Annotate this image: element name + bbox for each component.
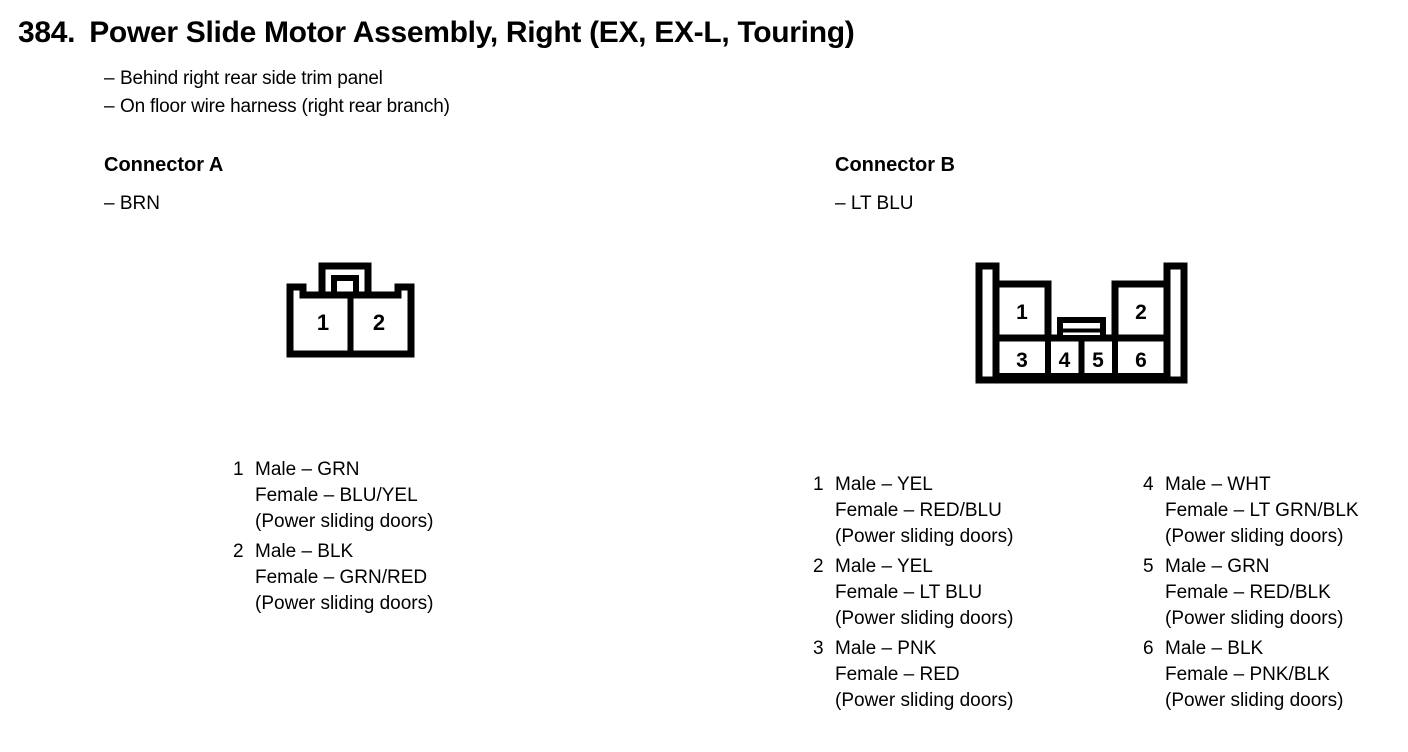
connector-b-cavity-3: 3 (1016, 349, 1028, 372)
description-line-1: –Behind right rear side trim panel (104, 68, 383, 90)
pin-male: Male – BLK (255, 541, 354, 562)
description-text-2: On floor wire harness (right rear branch… (120, 96, 450, 117)
pin-entry: 5 Male – GRN Female – RED/BLK (Power sli… (1143, 554, 1359, 632)
pin-circuit: (Power sliding doors) (835, 690, 1014, 711)
connector-b-cavity-4: 4 (1059, 349, 1071, 372)
description-line-2: –On floor wire harness (right rear branc… (104, 96, 450, 118)
connector-b-pin-list-left: 1 Male – YEL Female – RED/BLU (Power sli… (813, 472, 1013, 718)
pin-number: 1 (813, 474, 824, 495)
pin-entry: 2 Male – BLK Female – GRN/RED (Power sli… (233, 539, 433, 617)
section-title-text: Power Slide Motor Assembly, Right (EX, E… (89, 16, 855, 49)
pin-female: Female – PNK/BLK (1165, 664, 1330, 685)
pin-circuit: (Power sliding doors) (835, 608, 1014, 629)
connector-b-heading: Connector B (835, 154, 955, 176)
section-number: 384. (18, 16, 76, 49)
connector-a-cavity-2: 2 (373, 310, 385, 335)
pin-number: 4 (1143, 474, 1154, 495)
description-text-1: Behind right rear side trim panel (120, 68, 383, 89)
pin-circuit: (Power sliding doors) (1165, 690, 1344, 711)
pin-male: Male – GRN (255, 459, 360, 480)
dash-marker: – (104, 68, 115, 89)
pin-female: Female – RED/BLU (835, 500, 1002, 521)
connector-a-pin-list: 1 Male – GRN Female – BLU/YEL (Power sli… (233, 457, 433, 621)
connector-a-heading: Connector A (104, 154, 224, 176)
pin-entry: 6 Male – BLK Female – PNK/BLK (Power sli… (1143, 636, 1359, 714)
pin-male: Male – GRN (1165, 556, 1270, 577)
pin-female: Female – GRN/RED (255, 567, 428, 588)
pin-entry: 1 Male – GRN Female – BLU/YEL (Power sli… (233, 457, 433, 535)
pin-circuit: (Power sliding doors) (255, 593, 434, 614)
pin-female: Female – BLU/YEL (255, 485, 418, 506)
connector-a-diagram: 1 2 (286, 262, 415, 358)
pin-female: Female – RED/BLK (1165, 582, 1331, 603)
pin-number: 3 (813, 638, 824, 659)
connector-b-cavity-2: 2 (1135, 301, 1147, 324)
pin-number: 2 (233, 541, 244, 562)
pin-male: Male – YEL (835, 556, 933, 577)
pin-male: Male – WHT (1165, 474, 1271, 495)
connector-b-pin-list-right: 4 Male – WHT Female – LT GRN/BLK (Power … (1143, 472, 1359, 718)
pin-entry: 1 Male – YEL Female – RED/BLU (Power sli… (813, 472, 1013, 550)
pin-circuit: (Power sliding doors) (835, 526, 1014, 547)
connector-b-diagram: 1 2 3 4 5 6 (975, 262, 1188, 384)
pin-number: 1 (233, 459, 244, 480)
connector-a-color-note: – BRN (104, 193, 160, 214)
page-title: 384. Power Slide Motor Assembly, Right (… (18, 16, 855, 50)
connector-a-cavity-1: 1 (317, 310, 329, 335)
pin-male: Male – PNK (835, 638, 937, 659)
pin-number: 5 (1143, 556, 1154, 577)
pin-number: 6 (1143, 638, 1154, 659)
pin-entry: 2 Male – YEL Female – LT BLU (Power slid… (813, 554, 1013, 632)
pin-entry: 4 Male – WHT Female – LT GRN/BLK (Power … (1143, 472, 1359, 550)
pin-male: Male – BLK (1165, 638, 1264, 659)
pin-female: Female – LT GRN/BLK (1165, 500, 1359, 521)
pin-number: 2 (813, 556, 824, 577)
connector-b-cavity-5: 5 (1092, 349, 1104, 372)
pin-circuit: (Power sliding doors) (1165, 608, 1344, 629)
pin-female: Female – LT BLU (835, 582, 983, 603)
connector-b-cavity-6: 6 (1135, 349, 1147, 372)
pin-male: Male – YEL (835, 474, 933, 495)
pin-circuit: (Power sliding doors) (1165, 526, 1344, 547)
pin-female: Female – RED (835, 664, 960, 685)
pin-entry: 3 Male – PNK Female – RED (Power sliding… (813, 636, 1013, 714)
connector-b-color-note: – LT BLU (835, 193, 914, 214)
connector-b-cavity-1: 1 (1016, 301, 1028, 324)
pin-circuit: (Power sliding doors) (255, 511, 434, 532)
dash-marker: – (104, 96, 115, 117)
